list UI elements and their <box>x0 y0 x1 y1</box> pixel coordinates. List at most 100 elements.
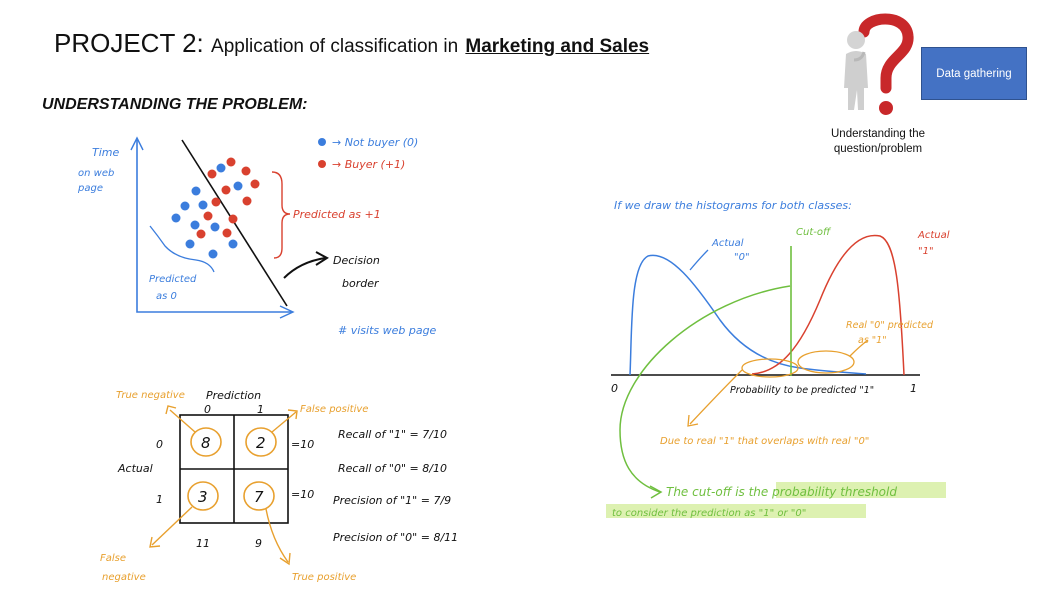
red-point <box>242 196 252 206</box>
red-point <box>207 169 217 179</box>
fp-value: 2 <box>256 434 266 452</box>
red-point <box>241 166 251 176</box>
cutoff-note-arrow <box>619 285 791 493</box>
cutoff-note-2: to consider the prediction as "1" or "0" <box>612 508 806 519</box>
tp-circle <box>243 481 275 511</box>
page-title: PROJECT 2: Application of classification… <box>54 28 649 59</box>
false-negative-label-1: False <box>100 553 126 564</box>
red-point <box>196 229 206 239</box>
decision-label-1: Decision <box>333 254 380 267</box>
blue-point <box>233 181 243 191</box>
red-point <box>222 228 232 238</box>
cutoff-note-arrow-head <box>649 485 663 499</box>
blue-point <box>228 239 238 249</box>
legend-red: → Buyer (+1) <box>332 158 405 171</box>
red-point <box>226 157 236 167</box>
legend-blue-dot <box>318 138 326 146</box>
blue-point <box>210 222 220 232</box>
real0-label-1: Real "0" predicted <box>846 320 934 331</box>
data-gathering-button[interactable]: Data gathering <box>921 47 1027 100</box>
col0-total: 11 <box>196 537 210 550</box>
predicted-plus-label: Predicted as +1 <box>293 208 381 221</box>
histogram-sketch: If we draw the histograms for both class… <box>606 199 950 519</box>
col1-total: 9 <box>255 537 262 550</box>
fn-circle <box>187 481 219 511</box>
row0-label: 0 <box>156 438 163 451</box>
due-arrow-head <box>687 414 699 427</box>
tp-value: 7 <box>254 488 264 506</box>
tp-arrow-head <box>279 552 291 566</box>
decision-arrow <box>283 257 326 279</box>
row1-label: 1 <box>156 493 163 506</box>
x-arrow <box>279 305 295 319</box>
cutoff-label: Cut-off <box>796 227 832 238</box>
actual0-curve <box>629 254 867 376</box>
blue-brace <box>149 225 215 273</box>
fp-arrow <box>271 411 297 433</box>
true-negative-label: True negative <box>116 390 185 401</box>
y-arrow <box>130 136 144 151</box>
tn-circle <box>190 427 222 457</box>
blue-point <box>185 239 195 249</box>
col0-label: 0 <box>204 403 211 416</box>
red-point <box>203 211 213 221</box>
legend-blue: → Not buyer (0) <box>332 136 418 149</box>
false-positive-label: False positive <box>300 404 368 415</box>
question-caption-line2: question/problem <box>833 143 923 155</box>
histogram-intro: If we draw the histograms for both class… <box>614 199 852 212</box>
actual1-label-1: Actual <box>917 230 950 241</box>
red-brace <box>271 171 291 259</box>
hist-x0: 0 <box>611 382 618 395</box>
actual0-label-2: "0" <box>734 252 750 263</box>
recall-1: Recall of "1" = 7/10 <box>338 428 447 441</box>
false-negative-label-2: negative <box>102 572 146 583</box>
precision-0: Precision of "0" = 8/11 <box>333 531 458 544</box>
predicted-zero-label-2: as 0 <box>156 291 177 302</box>
scatter-plot: Time on web page # visits web page <box>77 136 437 337</box>
section-heading: UNDERSTANDING THE PROBLEM: <box>42 96 308 113</box>
project-label: PROJECT 2: <box>54 28 204 58</box>
fn-value: 3 <box>198 488 208 506</box>
fp-circle <box>245 427 277 457</box>
y-label-2: on web <box>78 168 114 179</box>
due-arrow <box>689 369 743 425</box>
overlap-ellipse-right <box>797 350 855 374</box>
highlight-1 <box>776 482 946 498</box>
recall-0: Recall of "0" = 8/10 <box>338 462 447 475</box>
question-figure <box>836 10 916 122</box>
row0-total: =10 <box>291 438 314 451</box>
question-caption-line1: Understanding the <box>831 128 925 140</box>
fn-arrow <box>151 506 193 546</box>
red-points <box>196 157 260 239</box>
hist-x-label: Probability to be predicted "1" <box>730 385 874 396</box>
real0-arrow <box>849 339 869 357</box>
title-subtitle: Application of classification in <box>211 36 459 57</box>
decision-label-2: border <box>342 277 380 290</box>
due-note: Due to real "1" that overlaps with real … <box>660 436 869 447</box>
legend-red-dot <box>318 160 326 168</box>
title-subtitle-bold: Marketing and Sales <box>465 36 650 57</box>
tp-arrow <box>265 508 289 563</box>
col1-label: 1 <box>257 403 264 416</box>
hist-x1: 1 <box>910 382 917 395</box>
y-label-3: page <box>77 183 103 194</box>
question-caption: Understanding the question/problem <box>814 127 942 157</box>
actual0-label-1: Actual <box>711 238 744 249</box>
y-label-1: Time <box>92 146 119 159</box>
red-point <box>211 197 221 207</box>
tn-arrow-head <box>165 405 177 415</box>
overlap-ellipse-left <box>741 358 799 378</box>
blue-point <box>171 213 181 223</box>
blue-point <box>198 200 208 210</box>
real0-label-2: as "1" <box>858 335 887 346</box>
blue-points <box>171 163 243 259</box>
fn-arrow-head <box>149 536 161 548</box>
cutoff-note-1: The cut-off is the probability threshold <box>666 485 897 499</box>
tn-arrow <box>169 409 196 433</box>
true-positive-label: True positive <box>292 572 356 583</box>
fp-arrow-head <box>287 409 298 420</box>
tn-value: 8 <box>201 434 211 452</box>
actual1-label-2: "1" <box>918 246 934 257</box>
red-point <box>228 214 238 224</box>
decision-arrow-head <box>315 251 329 266</box>
